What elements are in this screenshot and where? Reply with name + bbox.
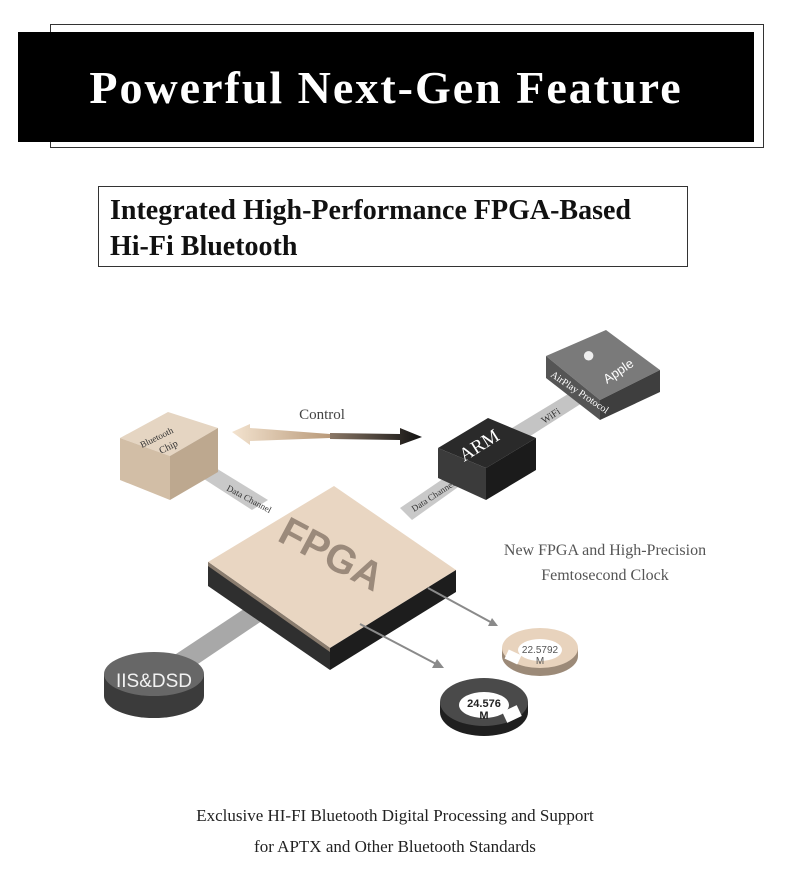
control-label: Control — [299, 407, 345, 423]
footer-line-1: Exclusive HI-FI Bluetooth Digital Proces… — [196, 806, 594, 825]
fpga-architecture-diagram: Control Data Channel Data Channel WiFi B… — [0, 300, 790, 760]
footer-line-2: for APTX and Other Bluetooth Standards — [254, 837, 536, 856]
subtitle-box: Integrated High-Performance FPGA-Based H… — [98, 186, 688, 267]
apple-box: ● Apple AirPlay Protocol — [546, 330, 660, 420]
clock-arrow-large — [359, 623, 444, 668]
control-arrow — [232, 424, 422, 445]
bluetooth-chip: Bluetooth Chip — [120, 412, 218, 500]
clock-caption-line-2: Femtosecond Clock — [541, 567, 669, 584]
clock-ring-small: 22.5792 M — [502, 628, 578, 676]
clock-arrow-small — [427, 587, 498, 626]
clock-caption-line-1: New FPGA and High-Precision — [503, 542, 707, 559]
subtitle-line-1: Integrated High-Performance FPGA-Based — [110, 195, 631, 226]
diagram-canvas: Control Data Channel Data Channel WiFi B… — [104, 330, 660, 736]
clock-small-label-2: M — [536, 656, 544, 667]
clock-ring-large: 24.576 M — [440, 678, 528, 736]
clock-caption: New FPGA and High-Precision Femtosecond … — [470, 538, 740, 588]
data-channel-right-label: Data Channel — [410, 478, 457, 513]
apple-icon: ● — [582, 342, 595, 367]
subtitle-line-2: Hi-Fi Bluetooth — [110, 231, 298, 262]
iis-dsd-puck: IIS&DSD — [104, 652, 204, 718]
footer-text: Exclusive HI-FI Bluetooth Digital Proces… — [0, 800, 790, 862]
banner: Powerful Next-Gen Feature — [18, 32, 754, 142]
clock-large-label-2: M — [479, 710, 488, 722]
clock-small-label-1: 22.5792 — [522, 645, 559, 656]
fpga-chip: FPGA — [208, 486, 456, 670]
banner-title: Powerful Next-Gen Feature — [89, 61, 683, 113]
iis-dsd-label: IIS&DSD — [116, 671, 192, 692]
clock-large-label-1: 24.576 — [467, 698, 501, 710]
